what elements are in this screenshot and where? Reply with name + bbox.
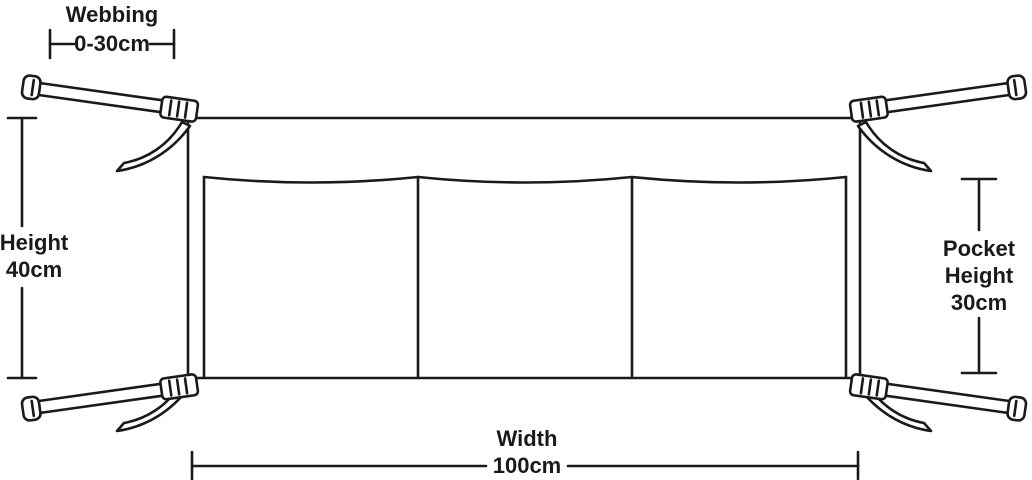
pocket-height-value: 30cm bbox=[951, 290, 1007, 315]
webbing-value: 0-30cm bbox=[74, 31, 150, 56]
pocket-height-label-1: Pocket bbox=[943, 236, 1016, 261]
height-label: Height bbox=[0, 230, 69, 255]
webbing-label: Webbing bbox=[66, 2, 158, 27]
pocket-height-label-2: Height bbox=[945, 263, 1014, 288]
width-value: 100cm bbox=[493, 453, 562, 478]
width-label: Width bbox=[497, 426, 558, 451]
pocket-height-dimension: Pocket Height 30cm bbox=[943, 177, 1016, 375]
panel-outline bbox=[186, 116, 862, 380]
height-value: 40cm bbox=[6, 257, 62, 282]
width-dimension: Width 100cm bbox=[190, 426, 860, 480]
pocket-top-edge bbox=[202, 175, 848, 184]
height-dimension: Height 40cm bbox=[0, 116, 69, 380]
pocket-group bbox=[202, 175, 848, 378]
corner-strap-top-right bbox=[847, 73, 1029, 173]
webbing-dimension: Webbing 0-30cm bbox=[48, 2, 176, 60]
corner-strap-top-left bbox=[19, 73, 201, 173]
corner-strap-bottom-left bbox=[19, 372, 201, 433]
corner-strap-bottom-right bbox=[847, 372, 1029, 433]
